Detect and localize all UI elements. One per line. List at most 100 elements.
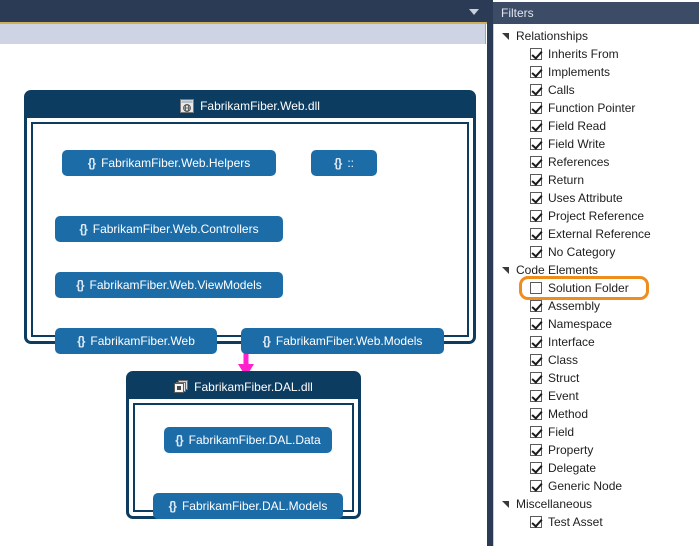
group-header-web-dll[interactable]: FabrikamFiber.Web.dll xyxy=(27,93,473,118)
checkbox[interactable] xyxy=(530,426,542,438)
node-fabrikamfiber-dal-models[interactable]: {} FabrikamFiber.DAL.Models xyxy=(153,493,343,519)
filter-item-label: Method xyxy=(548,407,589,421)
checkbox[interactable] xyxy=(530,156,542,168)
filter-item-label: Field Write xyxy=(548,137,606,151)
node-fabrikamfiber-web-helpers[interactable]: {} FabrikamFiber.Web.Helpers xyxy=(62,150,276,176)
node-fabrikamfiber-dal-data[interactable]: {} FabrikamFiber.DAL.Data xyxy=(164,427,332,453)
filters-group-label: Code Elements xyxy=(516,263,599,277)
node-fabrikamfiber-web-models[interactable]: {} FabrikamFiber.Web.Models xyxy=(241,328,444,354)
filter-item-namespace[interactable]: Namespace xyxy=(494,315,699,333)
checkbox[interactable] xyxy=(530,138,542,150)
checkbox[interactable] xyxy=(530,102,542,114)
checkbox[interactable] xyxy=(530,210,542,222)
node-fabrikamfiber-web-viewmodels[interactable]: {} FabrikamFiber.Web.ViewModels xyxy=(55,272,283,298)
filters-group-relationships[interactable]: Relationships xyxy=(494,27,699,45)
checkbox[interactable] xyxy=(530,318,542,330)
filter-item-field-read[interactable]: Field Read xyxy=(494,117,699,135)
canvas-legend-strip xyxy=(0,24,486,44)
namespace-icon: {} xyxy=(333,156,342,170)
node-label: FabrikamFiber.Web.Models xyxy=(275,334,423,348)
expander-triangle-icon[interactable] xyxy=(500,30,512,42)
filter-item-field[interactable]: Field xyxy=(494,423,699,441)
filters-group-label: Miscellaneous xyxy=(516,497,593,511)
checkbox[interactable] xyxy=(530,408,542,420)
checkbox[interactable] xyxy=(530,246,542,258)
checkbox[interactable] xyxy=(530,228,542,240)
filter-item-label: Assembly xyxy=(548,299,601,313)
filter-item-property[interactable]: Property xyxy=(494,441,699,459)
filter-item-label: Calls xyxy=(548,83,575,97)
node-label: FabrikamFiber.Web xyxy=(90,334,195,348)
filter-item-solution-folder[interactable]: Solution Folder xyxy=(494,279,699,297)
graph-canvas[interactable]: FabrikamFiber.Web.dll {} FabrikamFiber.W… xyxy=(0,0,487,546)
expander-triangle-icon[interactable] xyxy=(500,264,512,276)
filter-item-return[interactable]: Return xyxy=(494,171,699,189)
namespace-icon: {} xyxy=(168,499,177,513)
filter-item-no-category[interactable]: No Category xyxy=(494,243,699,261)
assembly-stack-icon xyxy=(174,379,189,394)
filter-item-field-write[interactable]: Field Write xyxy=(494,135,699,153)
filter-item-label: Uses Attribute xyxy=(548,191,623,205)
filter-item-external-reference[interactable]: External Reference xyxy=(494,225,699,243)
checkbox[interactable] xyxy=(530,480,542,492)
filter-item-references[interactable]: References xyxy=(494,153,699,171)
checkbox[interactable] xyxy=(530,84,542,96)
filter-item-label: Return xyxy=(548,173,585,187)
assembly-web-icon xyxy=(180,98,195,113)
checkbox[interactable] xyxy=(530,516,542,528)
group-title-web-dll: FabrikamFiber.Web.dll xyxy=(200,98,320,113)
filter-item-test-asset[interactable]: Test Asset xyxy=(494,513,699,531)
node-label: FabrikamFiber.Web.Helpers xyxy=(101,156,251,170)
namespace-icon: {} xyxy=(175,433,183,447)
filter-item-event[interactable]: Event xyxy=(494,387,699,405)
checkbox[interactable] xyxy=(530,390,542,402)
checkbox[interactable] xyxy=(530,354,542,366)
filter-item-label: Namespace xyxy=(548,317,613,331)
group-fabrikamfiber-dal-dll[interactable]: FabrikamFiber.DAL.dll {} FabrikamFiber.D… xyxy=(126,371,361,519)
group-body-web-dll: {} FabrikamFiber.Web.Helpers {} :: {} Fa… xyxy=(31,122,469,354)
chevron-down-icon[interactable] xyxy=(467,6,481,18)
filters-title-text: Filters xyxy=(501,6,534,20)
filter-item-generic-node[interactable]: Generic Node xyxy=(494,477,699,495)
checkbox[interactable] xyxy=(530,48,542,60)
checkbox[interactable] xyxy=(530,192,542,204)
group-header-dal-dll[interactable]: FabrikamFiber.DAL.dll xyxy=(129,374,358,399)
filter-item-inherits-from[interactable]: Inherits From xyxy=(494,45,699,63)
filter-item-calls[interactable]: Calls xyxy=(494,81,699,99)
filter-item-label: Solution Folder xyxy=(548,281,629,295)
checkbox[interactable] xyxy=(530,372,542,384)
checkbox[interactable] xyxy=(530,120,542,132)
checkbox[interactable] xyxy=(530,462,542,474)
checkbox[interactable] xyxy=(530,300,542,312)
filter-item-project-reference[interactable]: Project Reference xyxy=(494,207,699,225)
filter-item-assembly[interactable]: Assembly xyxy=(494,297,699,315)
filter-item-implements[interactable]: Implements xyxy=(494,63,699,81)
filter-item-delegate[interactable]: Delegate xyxy=(494,459,699,477)
group-fabrikamfiber-web-dll[interactable]: FabrikamFiber.Web.dll {} FabrikamFiber.W… xyxy=(24,90,476,354)
filters-group-miscellaneous[interactable]: Miscellaneous xyxy=(494,495,699,513)
filter-item-struct[interactable]: Struct xyxy=(494,369,699,387)
checkbox[interactable] xyxy=(530,66,542,78)
checkbox[interactable] xyxy=(530,444,542,456)
filter-item-label: Class xyxy=(548,353,579,367)
namespace-icon: {} xyxy=(76,278,84,292)
filter-item-interface[interactable]: Interface xyxy=(494,333,699,351)
node-fabrikamfiber-web-controllers[interactable]: {} FabrikamFiber.Web.Controllers xyxy=(55,216,283,242)
checkbox[interactable] xyxy=(530,282,542,294)
checkbox[interactable] xyxy=(530,336,542,348)
filters-group-code-elements[interactable]: Code Elements xyxy=(494,261,699,279)
node-global-namespace[interactable]: {} :: xyxy=(311,150,377,176)
checkbox[interactable] xyxy=(530,174,542,186)
panel-left-rail xyxy=(487,0,493,546)
node-fabrikamfiber-web[interactable]: {} FabrikamFiber.Web xyxy=(55,328,217,354)
expander-triangle-icon[interactable] xyxy=(500,498,512,510)
filter-item-uses-attribute[interactable]: Uses Attribute xyxy=(494,189,699,207)
filter-item-class[interactable]: Class xyxy=(494,351,699,369)
filter-item-function-pointer[interactable]: Function Pointer xyxy=(494,99,699,117)
graph-toolbar xyxy=(0,0,487,22)
filters-group-label: Relationships xyxy=(516,29,589,43)
filter-item-method[interactable]: Method xyxy=(494,405,699,423)
